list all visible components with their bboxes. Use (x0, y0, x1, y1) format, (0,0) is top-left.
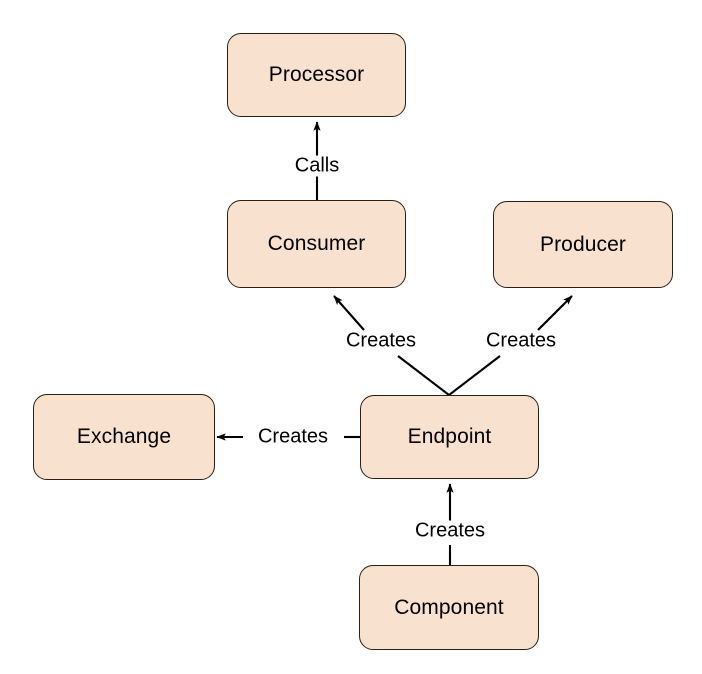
edge-label-calls: Calls (291, 155, 343, 177)
edge-endpoint-creates-producer (448, 295, 573, 396)
node-producer-label: Producer (539, 232, 626, 256)
edge-endpoint-creates-consumer (333, 295, 450, 396)
edge-label-creates-endpoint: Creates (411, 520, 489, 542)
node-exchange-label: Exchange (76, 425, 172, 448)
edge-label-creates-consumer: Creates (342, 330, 420, 352)
node-exchange[interactable]: Exchange (33, 394, 215, 480)
node-component[interactable]: Component (359, 565, 539, 650)
node-processor[interactable]: Processor (227, 33, 406, 117)
edge-label-creates-exchange: Creates (254, 426, 332, 448)
node-consumer-label: Consumer (267, 232, 366, 255)
node-component-label: Component (394, 595, 504, 619)
node-endpoint-label: Endpoint (407, 425, 492, 448)
node-producer[interactable]: Producer (493, 201, 673, 288)
edge-label-creates-producer: Creates (482, 330, 560, 352)
node-endpoint[interactable]: Endpoint (360, 395, 539, 479)
node-processor-label: Processor (268, 63, 365, 86)
node-consumer[interactable]: Consumer (227, 200, 406, 288)
